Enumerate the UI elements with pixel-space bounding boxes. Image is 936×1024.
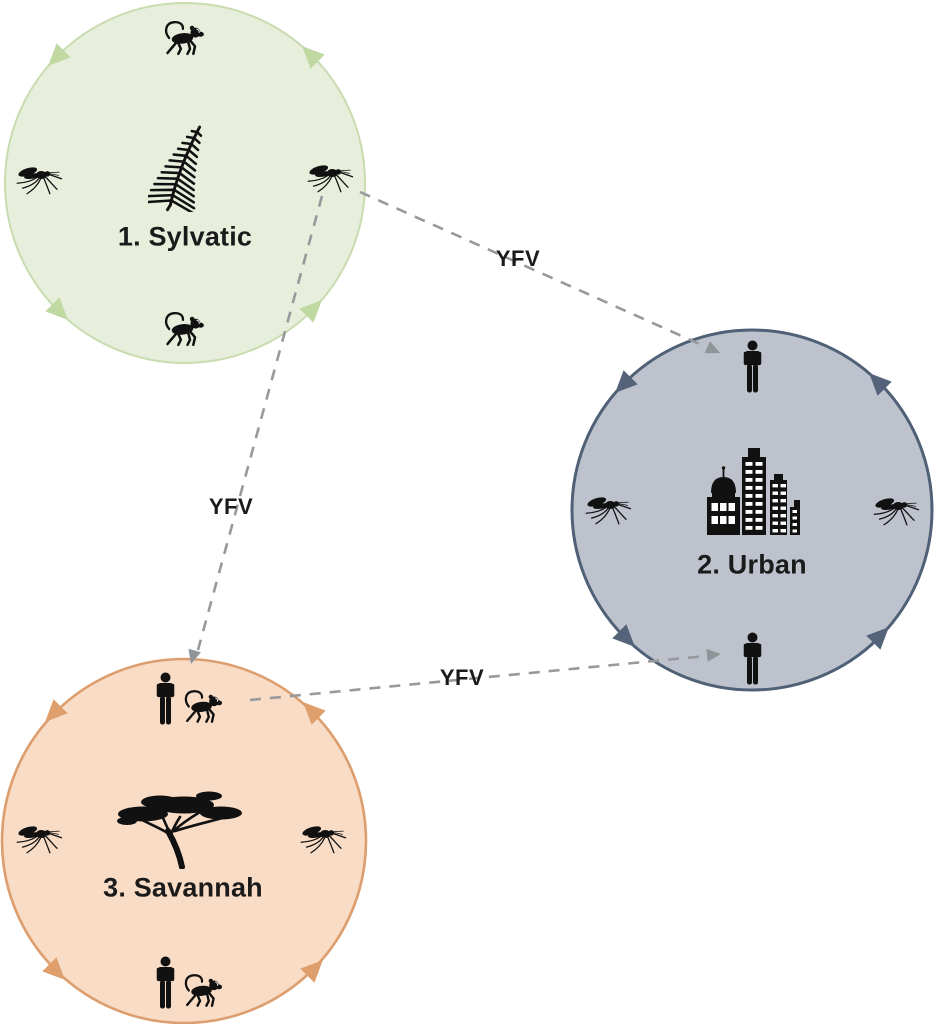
yfv-link-savannah-to-urban (249, 654, 707, 702)
cycle-arrow-icon (302, 46, 325, 69)
savannah-cycle-circle (0, 657, 368, 1024)
link-arrowhead-icon (706, 648, 721, 662)
cycle-arrow-icon (45, 297, 68, 320)
cycle-arrow-icon (869, 373, 892, 396)
savannah-cycle-label: 3. Savannah (103, 872, 263, 903)
cycle-arrow-icon (299, 300, 322, 323)
cycle-arrow-icon (866, 627, 889, 650)
cycle-arrow-icon (45, 699, 68, 722)
urban-cycle-rotation-arrows (612, 370, 892, 650)
link-arrowhead-icon (188, 648, 201, 664)
yfv-label-sylvatic-urban: YFV (495, 246, 541, 271)
yfv-label-sylvatic-savannah: YFV (208, 494, 254, 519)
yfv-label-savannah-urban: YFV (439, 665, 485, 690)
cycle-arrow-icon (612, 624, 635, 647)
urban-cycle-label: 2. Urban (697, 549, 807, 580)
cycle-arrow-icon (48, 43, 71, 66)
link-arrowhead-icon (704, 341, 720, 354)
yfv-link-sylvatic-to-urban (359, 190, 705, 348)
cycle-arrow-icon (303, 702, 326, 725)
sylvatic-cycle-label: 1. Sylvatic (117, 221, 253, 252)
cycle-arrow-icon (42, 957, 65, 980)
sylvatic-cycle-rotation-arrows (45, 43, 325, 323)
cycle-arrow-icon (300, 960, 323, 983)
cycle-arrow-icon (615, 370, 638, 393)
savannah-cycle-rotation-arrows (42, 699, 326, 983)
